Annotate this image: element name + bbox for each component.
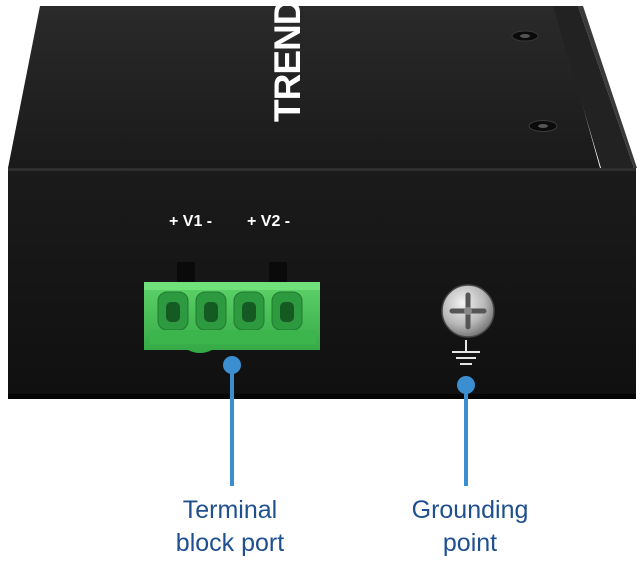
case-top — [8, 6, 600, 168]
callout-label-grounding-line2: point — [442, 529, 498, 557]
callout-grounding — [457, 376, 475, 486]
callout-label-terminal-line2: block port — [175, 529, 285, 557]
terminal-block-port — [144, 262, 320, 353]
callout-label-terminal-line1: Terminal — [182, 496, 278, 524]
callout-terminal — [223, 356, 241, 486]
grounding-screw — [441, 284, 495, 338]
callout-label-terminal: Terminal block port — [140, 494, 320, 560]
port-label-v2: + V2 - — [247, 213, 291, 230]
top-screw-2 — [528, 120, 558, 132]
callout-label-grounding-line1: Grounding — [411, 496, 529, 524]
callout-label-grounding: Grounding point — [380, 494, 560, 560]
top-screw-1 — [511, 30, 539, 42]
port-label-v1: + V1 - — [169, 213, 213, 230]
case-front — [8, 168, 636, 398]
case-side-rail — [553, 6, 634, 168]
brand-logo: TRENDnet — [267, 0, 308, 122]
ground-symbol-icon — [452, 340, 480, 365]
